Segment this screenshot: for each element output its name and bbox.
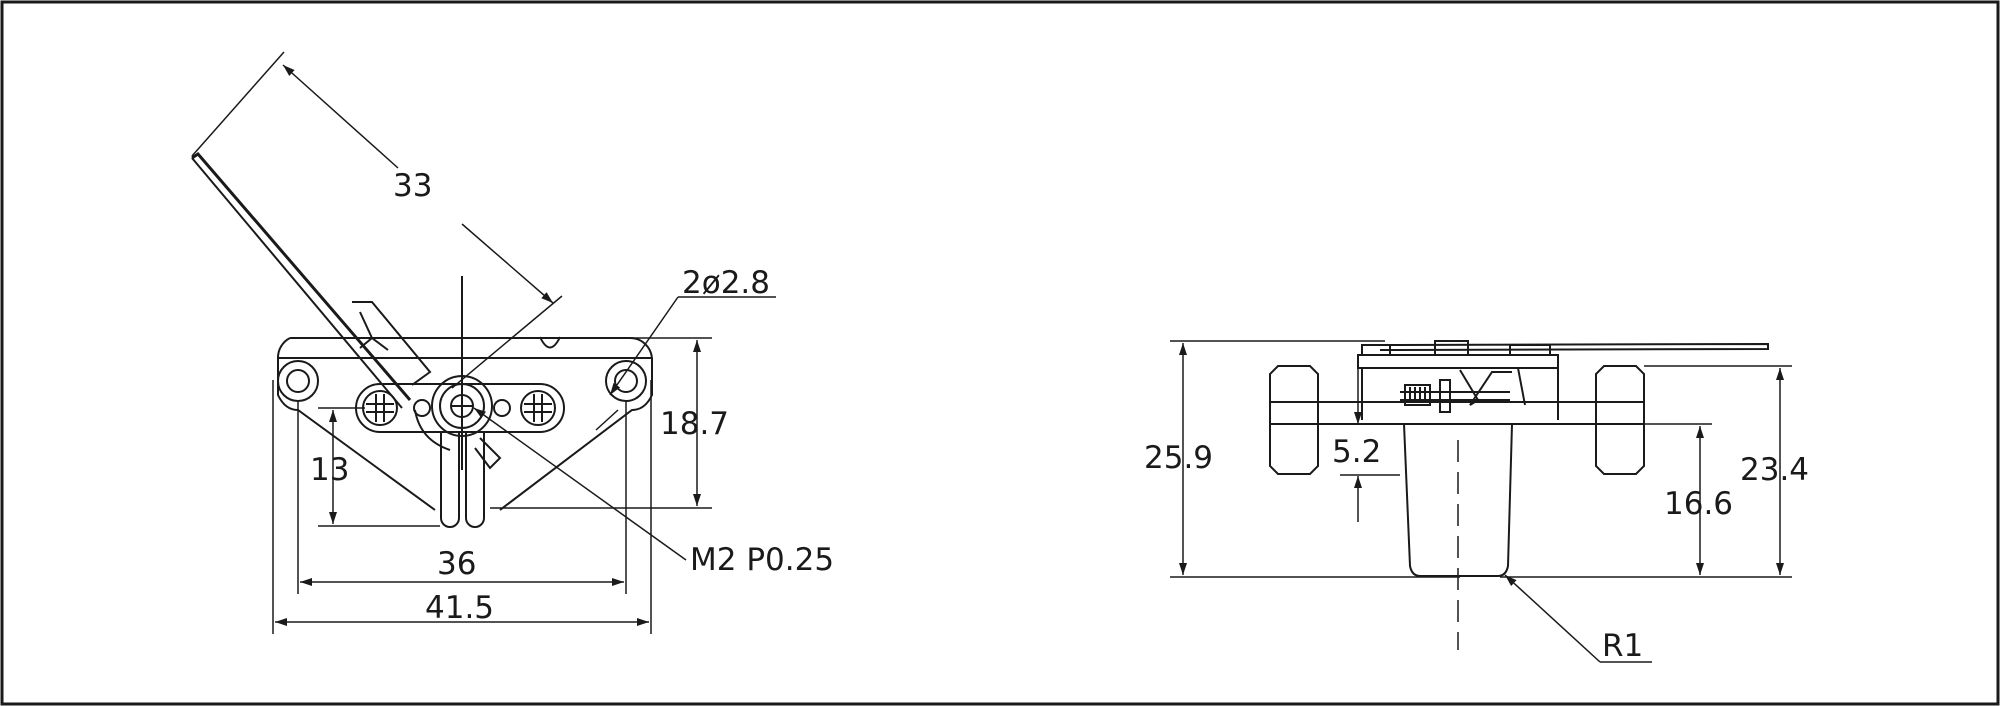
dim-hole-spacing: 36 — [297, 401, 627, 594]
dim-overall-width: 41.5 — [272, 380, 652, 634]
label-radius: R1 — [1602, 628, 1643, 664]
dim-mount-height: 23.4 — [1500, 365, 1809, 578]
top-blade — [1379, 342, 1769, 351]
lower-body — [1403, 423, 1513, 650]
label-height: 18.7 — [660, 406, 729, 442]
side-view: 25.9 5.2 16.6 23.4 R1 — [1144, 340, 1809, 664]
dim-overall-height: 25.9 — [1144, 340, 1460, 578]
dim-lever-length: 33 — [191, 51, 563, 389]
label-body-height: 16.6 — [1664, 486, 1733, 522]
right-screw — [520, 390, 556, 426]
dim-height: 18.7 — [490, 337, 729, 509]
left-screw — [362, 390, 398, 426]
label-overall-width: 41.5 — [425, 590, 494, 626]
dim-body-height: 16.6 — [1512, 423, 1733, 575]
screw-bar — [355, 383, 565, 433]
dim-hole-spec: 2ø2.8 — [595, 265, 776, 431]
side-blocks — [1269, 365, 1645, 475]
dim-thread-spec: M2 P0.25 — [473, 407, 834, 578]
label-step: 5.2 — [1332, 434, 1381, 470]
left-mount-hole — [277, 360, 319, 402]
label-offset: 13 — [310, 452, 349, 488]
label-hole-spec: 2ø2.8 — [682, 265, 770, 301]
pivot — [431, 276, 493, 470]
label-mount-height: 23.4 — [1740, 452, 1809, 488]
switch-assembly — [1357, 340, 1559, 420]
label-overall-height: 25.9 — [1144, 440, 1213, 476]
dim-offset: 13 — [310, 407, 440, 527]
label-lever-length: 33 — [393, 168, 432, 204]
dim-radius: R1 — [1504, 574, 1652, 664]
right-mount-hole — [605, 360, 647, 402]
contact-tongues — [440, 432, 502, 528]
label-thread-spec: M2 P0.25 — [690, 542, 834, 578]
front-view: 33 2ø2.8 18.7 13 36 — [191, 51, 834, 634]
dim-step: 5.2 — [1332, 368, 1400, 522]
side-base-plate — [1269, 401, 1645, 425]
label-hole-spacing: 36 — [437, 546, 476, 582]
